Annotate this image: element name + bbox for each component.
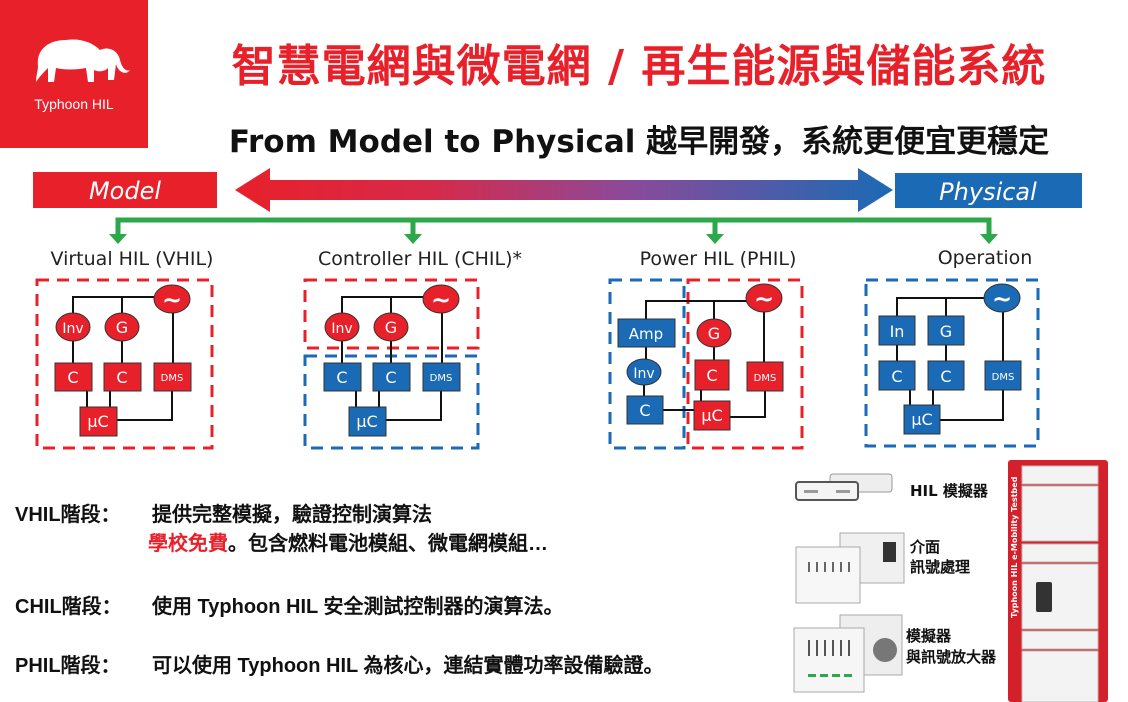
interface-unit-image: [795, 532, 905, 604]
microcontroller-block: [79, 406, 118, 437]
svg-text:µC: µC: [356, 412, 377, 431]
stage-title-phil: Power HIL (PHIL): [640, 248, 797, 270]
svg-text:C: C: [67, 368, 78, 387]
svg-text:DMS: DMS: [992, 372, 1015, 383]
inverter-node: [324, 312, 360, 342]
svg-text:In: In: [890, 322, 905, 341]
e-mobility-testbed-rack: Typhoon HIL e-Mobility Testbed: [1008, 460, 1108, 702]
physical-label: Physical: [939, 178, 1037, 206]
svg-text:G: G: [940, 322, 952, 341]
inverter-block: [878, 315, 916, 346]
controller-block: [927, 360, 965, 391]
microcontroller-block: [348, 406, 387, 437]
ac-source-icon: [153, 284, 191, 314]
svg-text:Inv: Inv: [331, 321, 352, 337]
svg-text:µC: µC: [701, 406, 722, 425]
phil-diagram: ~ Amp Inv C G C DMS µC: [608, 278, 804, 450]
svg-text:DMS: DMS: [754, 373, 777, 384]
generator-node: [104, 312, 140, 342]
physical-box: [895, 173, 1082, 208]
stage-title-operation: Operation: [938, 247, 1033, 269]
svg-text:G: G: [385, 318, 397, 337]
double-arrow: [235, 168, 893, 212]
ac-source-icon: [422, 284, 460, 314]
svg-text:~: ~: [992, 285, 1012, 313]
amplifier-label-1: 模擬器: [906, 627, 952, 645]
generator-node: [696, 318, 732, 348]
svg-text:C: C: [940, 367, 951, 386]
hil-simulator-image: [795, 473, 893, 501]
controller-block: [694, 359, 730, 391]
controller-block: [878, 360, 916, 391]
svg-text:Amp: Amp: [629, 325, 663, 343]
controller-block: [323, 362, 362, 392]
ac-source-icon: [983, 283, 1021, 313]
interface-label-2: 訊號處理: [910, 558, 971, 576]
vhil-modules-text: 。包含燃料電池模組、微電網模組…: [228, 533, 548, 555]
svg-text:Inv: Inv: [633, 366, 654, 382]
ac-source-icon: [745, 283, 783, 313]
model-label: Model: [89, 177, 161, 205]
typhoon-hil-logo: Typhoon HIL: [0, 0, 148, 148]
controller-block: [626, 395, 664, 425]
page-title: 智慧電網與微電網 / 再生能源與儲能系統: [231, 41, 1047, 92]
svg-text:C: C: [891, 367, 902, 386]
svg-text:µC: µC: [87, 412, 108, 431]
operation-diagram: ~ In G C C DMS µC: [864, 278, 1040, 448]
svg-text:C: C: [706, 366, 717, 385]
svg-text:C: C: [116, 368, 127, 387]
phil-description: 可以使用 Typhoon HIL 為核心，連結實體功率設備驗證。: [152, 655, 664, 677]
green-arrowheads: [109, 234, 998, 244]
amplifier-block: [617, 318, 676, 348]
vhil-description-2: 學校免費。包含燃料電池模組、微電網模組…: [148, 527, 548, 556]
svg-text:~: ~: [431, 286, 451, 314]
interface-label-1: 介面: [910, 538, 941, 556]
svg-text:G: G: [708, 324, 720, 343]
microcontroller-block: [903, 404, 941, 435]
vhil-description: 提供完整模擬，驗證控制演算法: [152, 504, 432, 526]
elephant-icon: [36, 39, 130, 82]
vhil-diagram: ~ Inv G C C DMS µC: [35, 278, 214, 450]
amplifier-label-2: 與訊號放大器: [906, 648, 997, 666]
chil-description: 使用 Typhoon HIL 安全測試控制器的演算法。: [152, 596, 564, 618]
svg-text:C: C: [639, 401, 650, 420]
svg-text:~: ~: [754, 285, 774, 313]
inverter-node: [55, 312, 91, 342]
svg-text:µC: µC: [911, 410, 932, 429]
dms-block: [984, 360, 1022, 391]
amplifier-unit-image: [793, 614, 903, 693]
stage-title-chil: Controller HIL (CHIL)*: [318, 248, 522, 270]
equipment-illustrations: [793, 473, 905, 693]
svg-text:DMS: DMS: [161, 373, 184, 384]
dms-block: [746, 361, 784, 392]
hil-stages-diagram: Model Physical Virtual HIL (VHIL) Contro…: [33, 168, 1082, 450]
svg-text:C: C: [336, 368, 347, 387]
generator-node: [373, 312, 409, 342]
microcontroller-block: [693, 400, 731, 431]
chil-label: CHIL階段：: [15, 596, 122, 618]
green-connector: [115, 217, 992, 240]
inverter-node: [626, 358, 662, 386]
svg-text:~: ~: [162, 286, 182, 314]
page-subtitle: From Model to Physical 越早開發，系統更便宜更穩定: [228, 124, 1050, 160]
logo-text: Typhoon HIL: [34, 96, 114, 112]
phil-label: PHIL階段：: [15, 655, 121, 677]
generator-block: [927, 315, 965, 346]
model-box: [33, 172, 217, 208]
controller-block: [103, 362, 142, 392]
vhil-label: VHIL階段：: [15, 504, 121, 526]
dms-block: [153, 362, 192, 392]
stage-title-vhil: Virtual HIL (VHIL): [51, 248, 214, 270]
svg-text:DMS: DMS: [430, 373, 453, 384]
svg-text:Inv: Inv: [62, 321, 83, 337]
controller-block: [54, 362, 93, 392]
controller-block: [372, 362, 411, 392]
svg-text:G: G: [116, 318, 128, 337]
dms-block: [422, 362, 461, 392]
rack-label: Typhoon HIL e-Mobility Testbed: [1010, 476, 1019, 618]
hil-simulator-label: HIL 模擬器: [910, 482, 988, 500]
svg-text:C: C: [385, 368, 396, 387]
chil-diagram: ~ Inv G C C DMS µC: [303, 278, 480, 450]
free-for-schools-highlight: 學校免費: [148, 533, 228, 555]
